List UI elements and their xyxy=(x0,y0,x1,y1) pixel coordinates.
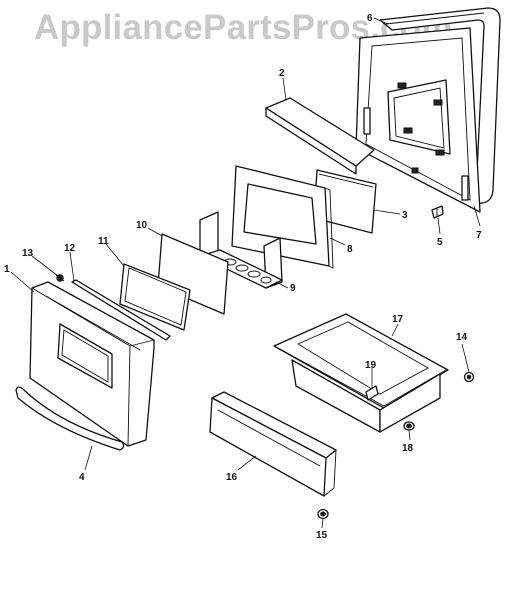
callout-12: 12 xyxy=(64,243,76,254)
callout-11: 11 xyxy=(98,236,109,247)
leader-lines xyxy=(10,17,481,529)
part-18-glide[interactable] xyxy=(403,421,415,431)
callout-6: 6 xyxy=(367,13,373,24)
callout-13: 13 xyxy=(22,248,34,259)
callout-17: 17 xyxy=(392,314,404,325)
part-1-outer-door[interactable] xyxy=(29,281,155,447)
callout-7: 7 xyxy=(476,230,482,241)
part-8-door-frame[interactable] xyxy=(231,165,334,269)
callout-5: 5 xyxy=(437,237,443,248)
part-15-glide[interactable] xyxy=(317,508,329,520)
callout-8: 8 xyxy=(347,244,353,255)
part-11-glass[interactable] xyxy=(119,263,191,331)
part-7-inner-door-panel[interactable] xyxy=(355,27,481,213)
callout-numbers: 1 2 3 4 5 6 7 8 9 10 11 12 13 14 15 16 1… xyxy=(4,13,482,541)
callout-1: 1 xyxy=(4,264,10,275)
part-6-door-gasket[interactable] xyxy=(379,7,501,206)
part-13-screw[interactable] xyxy=(55,274,65,282)
part-19-clip[interactable] xyxy=(365,385,379,401)
callout-14: 14 xyxy=(456,332,468,343)
part-14-nut[interactable] xyxy=(463,371,475,383)
callout-10: 10 xyxy=(136,220,148,231)
callout-3: 3 xyxy=(402,210,408,221)
callout-15: 15 xyxy=(316,530,328,541)
part-17-storage-drawer[interactable] xyxy=(273,313,449,433)
callout-18: 18 xyxy=(402,443,414,454)
callout-16: 16 xyxy=(226,472,238,483)
callout-4: 4 xyxy=(79,472,85,483)
callout-9: 9 xyxy=(290,283,296,294)
callout-19: 19 xyxy=(365,360,377,371)
part-2-vent-trim[interactable] xyxy=(265,97,375,175)
part-12-trim-strip[interactable] xyxy=(71,279,171,341)
callout-2: 2 xyxy=(279,68,285,79)
part-4-door-handle[interactable] xyxy=(15,386,125,451)
part-16-drawer-front[interactable] xyxy=(209,391,337,497)
part-10-glass[interactable] xyxy=(157,233,229,315)
part-5-clip[interactable] xyxy=(431,205,444,219)
